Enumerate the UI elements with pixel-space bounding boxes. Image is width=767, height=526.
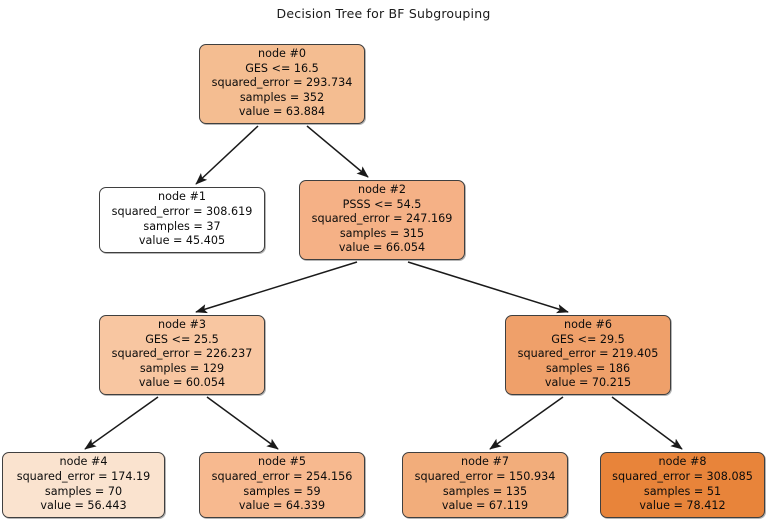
node-condition: PSSS <= 54.5	[342, 197, 422, 211]
node-samples: samples = 129	[139, 361, 225, 375]
node-squared-error: squared_error = 308.619	[111, 204, 253, 218]
node-value: value = 63.884	[238, 105, 326, 119]
node-samples: samples = 70	[44, 484, 123, 498]
node-label: node #2	[358, 183, 406, 197]
node-label: node #7	[461, 455, 509, 469]
node-condition: GES <= 16.5	[245, 61, 319, 75]
tree-edge-n2-to-n3	[195, 261, 358, 314]
tree-edges	[84, 125, 683, 450]
node-samples: samples = 352	[239, 90, 325, 104]
node-samples: samples = 135	[442, 484, 528, 498]
node-squared-error: squared_error = 174.19	[16, 469, 151, 483]
node-condition: GES <= 25.5	[145, 332, 219, 346]
tree-edge-n6-to-n8	[611, 396, 683, 450]
tree-edge-n3-to-n5	[206, 396, 279, 450]
node-squared-error: squared_error = 247.169	[311, 212, 453, 226]
node-samples: samples = 315	[339, 226, 425, 240]
node-squared-error: squared_error = 308.085	[612, 469, 753, 483]
node-samples: samples = 51	[643, 484, 722, 498]
node-label: node #4	[59, 455, 108, 469]
tree-edge-n6-to-n7	[489, 396, 564, 450]
node-label: node #8	[658, 455, 707, 469]
page-title: Decision Tree for BF Subgrouping	[276, 6, 491, 21]
node-value: value = 56.443	[40, 499, 127, 513]
tree-edge-n2-to-n6	[407, 261, 569, 314]
tree-edge-n3-to-n4	[84, 396, 159, 450]
node-label: node #3	[158, 318, 206, 332]
node-value: value = 64.339	[238, 499, 326, 513]
node-condition: GES <= 29.5	[551, 332, 625, 346]
node-value: value = 67.119	[441, 499, 529, 513]
node-label: node #5	[258, 455, 306, 469]
node-squared-error: squared_error = 219.405	[517, 347, 659, 361]
node-value: value = 78.412	[639, 499, 726, 513]
node-value: value = 66.054	[338, 241, 426, 255]
node-value: value = 45.405	[138, 234, 226, 248]
node-value: value = 60.054	[138, 376, 226, 390]
tree-edge-n0-to-n1	[195, 125, 259, 185]
node-squared-error: squared_error = 226.237	[111, 347, 253, 361]
node-value: value = 70.215	[544, 376, 632, 390]
node-squared-error: squared_error = 254.156	[211, 469, 353, 483]
node-squared-error: squared_error = 293.734	[211, 76, 353, 90]
node-squared-error: squared_error = 150.934	[414, 469, 556, 483]
node-samples: samples = 59	[243, 484, 321, 498]
node-samples: samples = 37	[143, 219, 221, 233]
node-label: node #0	[258, 47, 306, 61]
node-samples: samples = 186	[545, 361, 631, 375]
node-label: node #6	[564, 318, 612, 332]
node-label: node #1	[158, 190, 206, 204]
tree-edge-n0-to-n2	[306, 125, 369, 178]
